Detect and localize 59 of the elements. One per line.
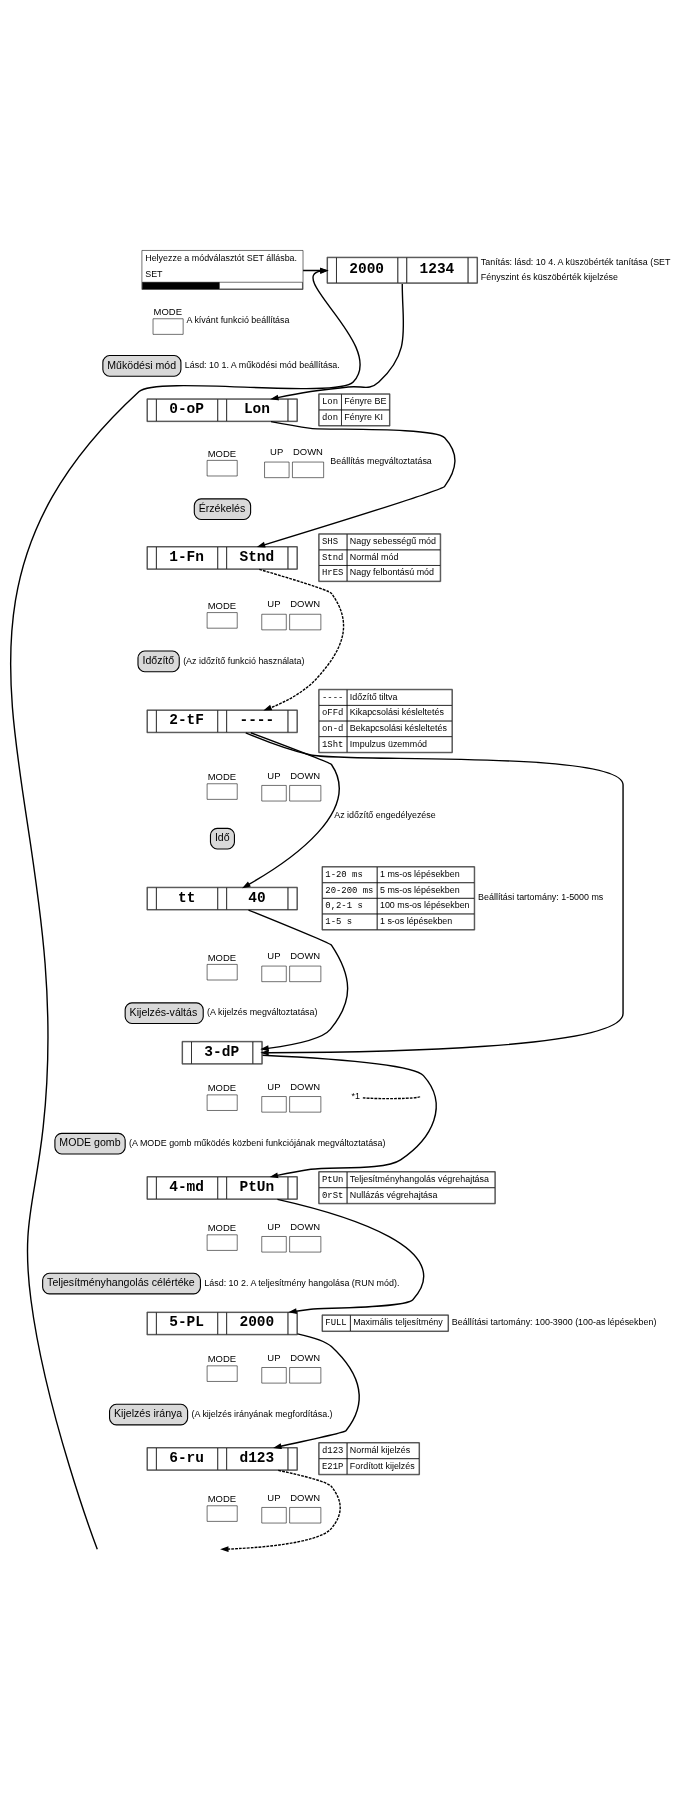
- node-label: UP: [267, 1080, 281, 1092]
- arrow: [220, 1469, 341, 1552]
- node-box: [206, 1094, 238, 1111]
- node-label: (A MODE gomb működés közbeni funkciójának megváltoztatása): [129, 1137, 386, 1148]
- node-label: MODE: [207, 600, 237, 612]
- node-label: UP: [267, 950, 281, 962]
- connector: [362, 1095, 421, 1100]
- node-text: *1: [351, 1090, 360, 1101]
- arrow: [273, 1333, 360, 1450]
- arrow: [242, 732, 340, 889]
- node-label: Tanítás: lásd: 10 4. A küszöbérték tanítása (SET: [480, 256, 671, 267]
- arrow: [247, 909, 349, 1052]
- arrow: [258, 568, 345, 711]
- arrow: [270, 283, 405, 401]
- node-label: Lásd: 10 2. A teljesítmény hangolása (RUN mód).: [204, 1277, 400, 1288]
- node-label: DOWN: [290, 769, 321, 781]
- node-label: MODE: [207, 1222, 237, 1234]
- arrow: [276, 1198, 425, 1315]
- node-label: MODE: [153, 306, 183, 318]
- node-box: [206, 964, 238, 981]
- node-label: Fényszint és küszöbérték kijelzése: [480, 271, 618, 282]
- node-label: Beállítás megváltoztatása: [330, 456, 432, 467]
- node-label: A kívánt funkció beállítása: [186, 314, 290, 325]
- node-box: [206, 612, 238, 629]
- node-label: UP: [267, 1220, 281, 1232]
- node-label: MODE: [207, 1493, 237, 1505]
- arrow: [245, 732, 624, 1056]
- node-label: MODE: [207, 771, 237, 783]
- node-box: [206, 1365, 238, 1382]
- arrow: [261, 1054, 437, 1179]
- node-label: UP: [267, 1491, 281, 1503]
- node-label: UP: [270, 446, 284, 458]
- node-label: DOWN: [290, 950, 321, 962]
- node-label: (A kijelzés irányának megfordítása.): [191, 1408, 333, 1419]
- node-label: UP: [267, 1351, 281, 1363]
- node-box: [152, 318, 184, 335]
- node-label: DOWN: [290, 1351, 321, 1363]
- node-box: [206, 783, 238, 800]
- node-label: DOWN: [290, 1491, 321, 1503]
- node-label: DOWN: [292, 446, 323, 458]
- node-label: UP: [267, 769, 281, 781]
- node-label: MODE: [207, 1353, 237, 1365]
- node-label: (A kijelzés megváltoztatása): [207, 1007, 318, 1018]
- node-label: DOWN: [290, 598, 321, 610]
- node-label: MODE: [207, 1082, 237, 1094]
- node-label: Beállítási tartomány: 1-5000 ms: [478, 892, 604, 903]
- node-label: UP: [267, 598, 281, 610]
- node-label: DOWN: [290, 1220, 321, 1232]
- node-box: [206, 1505, 238, 1522]
- edge-label: Az időzítő engedélyezése: [334, 809, 436, 820]
- node-label: (Az időzítő funkció használata): [183, 655, 305, 666]
- node-label: MODE: [207, 951, 237, 963]
- node-label: Beállítási tartomány: 100-3900 (100-as lépésekben): [451, 1317, 657, 1328]
- node-box: [206, 1234, 238, 1251]
- arrow: [256, 420, 456, 548]
- node-box: [206, 460, 238, 477]
- node-label: Lásd: 10 1. A működési mód beállítása.: [184, 359, 340, 370]
- node-label: MODE: [207, 447, 237, 459]
- node-label: DOWN: [290, 1080, 321, 1092]
